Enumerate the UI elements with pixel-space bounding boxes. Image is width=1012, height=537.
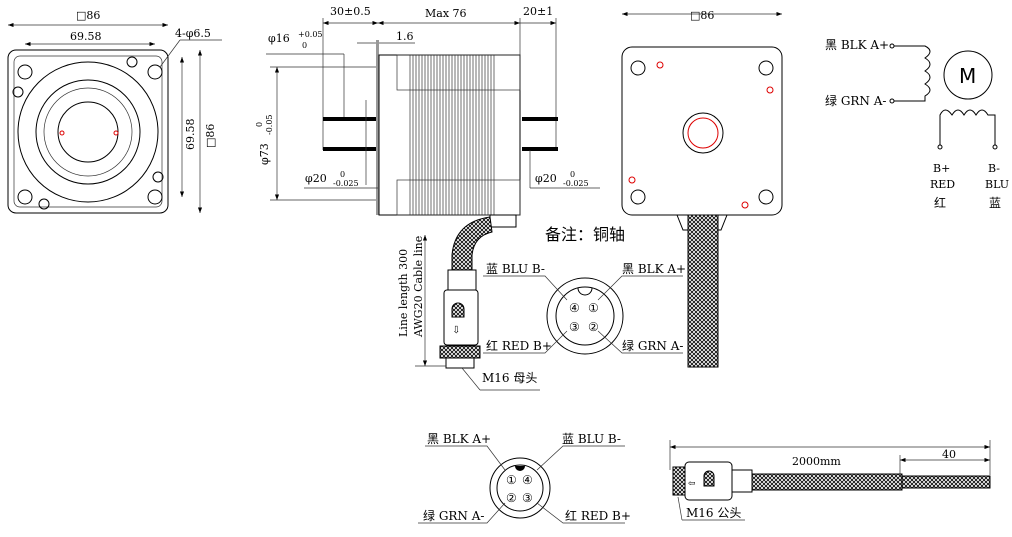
female-connector-label: M16 母头	[482, 371, 537, 385]
schematic-b-minus-color: BLU	[985, 178, 1009, 191]
front-hole-spacing-h: 69.58	[70, 30, 102, 43]
side-view: 30±0.5 Max 76 20±1 1.6 φ16 +0.05 0 φ73 0…	[255, 5, 600, 391]
back-view: □86	[621, 9, 783, 368]
front-square-label-v: □86	[204, 124, 217, 148]
schematic-b-plus-color: RED	[930, 178, 955, 191]
rear-shaft-dia-label: φ20	[535, 172, 557, 185]
tol-upper: +0.05	[298, 30, 323, 39]
schematic-b-minus: B-	[988, 162, 1000, 175]
female-pin4-label: 蓝 BLU B-	[486, 262, 545, 276]
schematic-a-plus: 黑 BLK A+	[825, 38, 889, 52]
schematic-a-minus: 绿 GRN A-	[825, 93, 886, 108]
schematic-b-minus-cn: 蓝	[989, 196, 1001, 210]
female-pin3-label: 红 RED B+	[486, 338, 552, 353]
cable-type-label: AWG20 Cable line	[412, 236, 425, 338]
schematic-b-plus-cn: 红	[934, 195, 946, 210]
pin-2: ②	[588, 320, 599, 334]
male-pin2-label: 绿 GRN A-	[423, 508, 484, 523]
rear-shaft-length-label: 20±1	[523, 5, 553, 18]
male-pin3-label: 红 RED B+	[565, 508, 631, 523]
male-pin4-label: 蓝 BLU B-	[562, 432, 621, 446]
pin-3: ③	[522, 491, 533, 505]
boss-tol-upper: 0	[255, 122, 264, 127]
female-pin1-label: 黑 BLK A+	[622, 262, 686, 276]
male-pinout: ① ④ ② ③ 黑 BLK A+ 蓝 BLU B- 绿 GRN A- 红 RED…	[418, 432, 631, 524]
pin-3: ③	[569, 320, 580, 334]
arrow-mark-icon: ⇩	[452, 325, 460, 336]
pin-1: ①	[506, 473, 517, 487]
male-connector-label: M16 公头	[686, 506, 741, 520]
arrow-mark-icon: ⇦	[688, 479, 696, 489]
female-pinout: ④ ① ③ ② 蓝 BLU B- 黑 BLK A+ 红 RED B+ 绿 GRN…	[483, 262, 686, 355]
extension-cable: 2000mm 40 ⇦ M16 公头	[669, 440, 991, 521]
front-shaft-dia-label: φ20	[305, 172, 327, 185]
rear-tol-lower: -0.025	[563, 179, 589, 188]
body-length-label: Max 76	[425, 7, 467, 20]
flange-thickness-label: 1.6	[396, 30, 414, 43]
female-pin2-label: 绿 GRN A-	[622, 338, 683, 353]
motor-symbol: M	[959, 64, 976, 88]
front-holes-label: 4-φ6.5	[175, 27, 211, 40]
shaft-dia-label: φ16	[268, 32, 290, 45]
front-square-label: □86	[76, 9, 100, 22]
wiring-schematic: 黑 BLK A+ 绿 GRN A- M B+ RED 红 B- BLU 蓝	[825, 38, 1009, 210]
strip-length-label: 40	[942, 448, 956, 461]
front-hole-spacing-v: 69.58	[184, 119, 197, 151]
cable-length-label: Line length 300	[397, 249, 410, 337]
boss-tol-lower: -0.05	[265, 114, 274, 135]
boss-dia-label: φ73	[258, 143, 271, 165]
cable-length-label: 2000mm	[792, 455, 841, 468]
pin-4: ④	[569, 301, 580, 315]
front-tol-lower: -0.025	[333, 179, 359, 188]
pin-4: ④	[522, 473, 533, 487]
back-square-label: □86	[690, 9, 714, 22]
pin-2: ②	[506, 491, 517, 505]
male-pin1-label: 黑 BLK A+	[427, 432, 491, 446]
rear-tol-upper: 0	[570, 170, 575, 179]
schematic-b-plus: B+	[933, 162, 950, 175]
pin-1: ①	[588, 301, 599, 315]
note-label: 备注：铜轴	[545, 225, 625, 244]
tol-lower: 0	[302, 41, 307, 50]
shaft-length-label: 30±0.5	[330, 5, 371, 18]
front-tol-upper: 0	[340, 170, 345, 179]
front-view: □86 69.58 4-φ6.5 69.58 □86	[7, 9, 222, 214]
